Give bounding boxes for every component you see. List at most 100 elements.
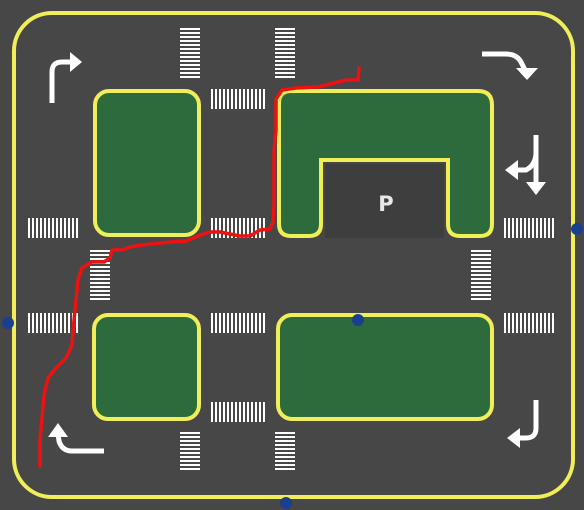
crosswalk-stripe [275,464,295,466]
crosswalk-stripe [90,290,110,292]
crosswalk-stripe [239,218,241,238]
right-down-arrow [482,51,538,80]
crosswalk-stripe [72,218,74,238]
crosswalk-stripe [247,313,249,333]
crosswalk-stripe [520,313,522,333]
crosswalk-stripe [552,313,554,333]
crosswalk-stripe [180,452,200,454]
crosswalk-stripe [259,402,261,422]
crosswalk-stripe [180,52,200,54]
crosswalk-stripe [255,313,257,333]
crosswalk-stripe [68,313,70,333]
crosswalk-stripe [40,218,42,238]
crosswalk-stripe [211,402,213,422]
crosswalk-stripe [512,313,514,333]
turn-right-arrow [49,52,82,103]
crosswalk-stripe [275,468,295,470]
crosswalk-stripe [231,402,233,422]
crosswalk-stripe [275,40,295,42]
crosswalk-stripe [180,28,200,30]
crosswalk-stripe [235,402,237,422]
outer-curb [12,11,575,499]
crosswalk-stripe [180,44,200,46]
crosswalk-stripe [536,218,538,238]
crosswalk-stripe [180,456,200,458]
crosswalk-stripe [540,313,542,333]
crosswalk-stripe [275,432,295,434]
marker-left [2,317,14,329]
crosswalk-stripe [180,444,200,446]
crosswalk-stripe [90,298,110,300]
marker-center [352,314,364,326]
crosswalk-stripe [239,402,241,422]
crosswalk-stripe [516,313,518,333]
crosswalk-stripe [255,402,257,422]
crosswalk-top-2 [275,28,295,78]
crosswalk-stripe [544,313,546,333]
crosswalk-stripe [275,452,295,454]
crosswalk-stripe [471,258,491,260]
crosswalk-stripe [90,286,110,288]
crosswalk-stripe [180,56,200,58]
crosswalk-stripe [275,64,295,66]
block-bottom-left [92,313,201,421]
crosswalk-stripe [239,89,241,109]
crosswalk-stripe [32,313,34,333]
crosswalk-stripe [90,270,110,272]
crosswalk-stripe [471,270,491,272]
down-left-arrow [507,400,539,448]
crosswalk-stripe [255,218,257,238]
crosswalk-stripe [28,218,30,238]
crosswalk-left-1 [28,218,78,238]
crosswalk-stripe [235,313,237,333]
crosswalk-stripe [247,89,249,109]
crosswalk-stripe [471,262,491,264]
crosswalk-stripe [528,218,530,238]
crosswalk-stripe [223,218,225,238]
crosswalk-stripe [90,282,110,284]
crosswalk-stripe [64,313,66,333]
crosswalk-stripe [90,274,110,276]
crosswalk-stripe [219,218,221,238]
crosswalk-stripe [48,313,50,333]
block-bottom-right [276,313,494,421]
down-left-split-arrow [505,135,546,195]
crosswalk-stripe [471,290,491,292]
crosswalk-stripe [219,89,221,109]
crosswalk-stripe [60,218,62,238]
crosswalk-stripe [239,313,241,333]
crosswalk-top-1 [180,28,200,78]
crosswalk-stripe [90,258,110,260]
crosswalk-stripe [275,460,295,462]
crosswalk-stripe [227,218,229,238]
crosswalk-stripe [215,89,217,109]
crosswalk-stripe [275,456,295,458]
crosswalk-stripe [243,218,245,238]
crosswalk-stripe [180,32,200,34]
crosswalk-stripe [219,313,221,333]
parking-lot [325,164,444,238]
crosswalk-stripe [275,48,295,50]
marker-right [571,223,583,235]
crosswalk-stripe [36,313,38,333]
crosswalk-bottom-2 [275,432,295,470]
crosswalk-stripe [231,313,233,333]
crosswalk-stripe [552,218,554,238]
crosswalk-stripe [259,218,261,238]
crosswalk-stripe [275,60,295,62]
crosswalk-stripe [275,76,295,78]
crosswalk-stripe [548,313,550,333]
crosswalk-stripe [275,444,295,446]
crosswalk-right-2 [504,313,554,333]
crosswalk-stripe [263,313,265,333]
crosswalk-stripe [180,40,200,42]
crosswalk-stripe [235,218,237,238]
crosswalk-stripe [536,313,538,333]
crosswalk-stripe [40,313,42,333]
crosswalk-stripe [259,313,261,333]
crosswalk-stripe [247,218,249,238]
crosswalk-stripe [52,218,54,238]
block-top-right-parking-building [277,89,494,238]
crosswalk-stripe [227,89,229,109]
